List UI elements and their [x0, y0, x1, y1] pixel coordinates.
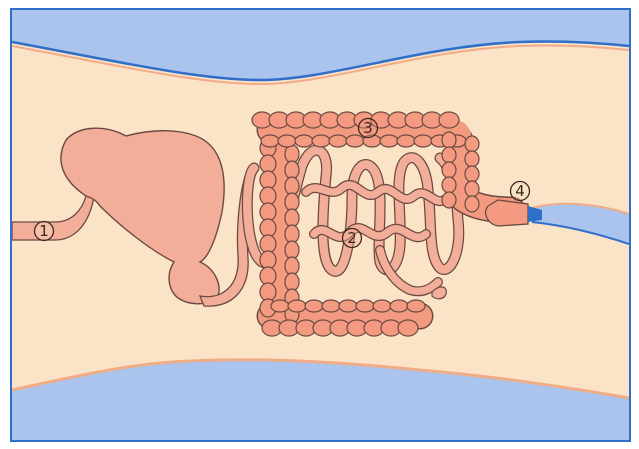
colon-haustrum [285, 273, 299, 291]
colon-haustrum [390, 300, 408, 312]
colon-haustrum [407, 300, 425, 312]
colon-haustrum [285, 145, 299, 163]
callout-3: 3 [359, 119, 378, 138]
colon-haustrum [305, 300, 323, 312]
colon-haustrum [380, 135, 398, 147]
colon-haustrum [260, 171, 276, 189]
colon-haustrum [312, 135, 330, 147]
colon-haustrum [329, 135, 347, 147]
colon-haustrum [356, 300, 374, 312]
colon-haustrum [271, 300, 289, 312]
colon-haustrum [288, 300, 306, 312]
colon-haustrum [260, 155, 276, 173]
colon-haustrum [260, 219, 276, 237]
callout-label-4: 4 [515, 182, 525, 200]
colon-haustrum [465, 181, 479, 197]
colon-haustrum [465, 151, 479, 167]
colon-haustrum [285, 161, 299, 179]
colon-haustrum [442, 162, 456, 178]
colon-haustrum [442, 192, 456, 208]
callout-4: 4 [511, 182, 530, 201]
colon-haustrum [285, 241, 299, 259]
colon-haustrum [260, 203, 276, 221]
colon-haustrum [260, 283, 276, 301]
colon-haustrum [442, 147, 456, 163]
colon-haustrum [346, 135, 364, 147]
callout-label-3: 3 [363, 119, 373, 137]
callout-2: 2 [343, 229, 362, 248]
colon-haustrum [465, 196, 479, 212]
colon-haustrum [295, 135, 313, 147]
colon-haustrum [260, 235, 276, 253]
colon-haustrum [260, 267, 276, 285]
colon-haustrum [261, 135, 279, 147]
colon-haustrum [285, 225, 299, 243]
colon-haustrum [285, 193, 299, 211]
callout-label-1: 1 [39, 222, 49, 240]
callout-label-2: 2 [347, 229, 357, 247]
colon-haustrum [285, 209, 299, 227]
colon-haustrum [442, 177, 456, 193]
colon-haustrum [465, 136, 479, 152]
colon-haustrum [398, 320, 418, 336]
colon-haustrum [373, 300, 391, 312]
rectum [486, 200, 528, 226]
colon-haustrum [339, 300, 357, 312]
colon-haustrum [322, 300, 340, 312]
colon-haustrum [414, 135, 432, 147]
colon-haustrum [260, 251, 276, 269]
colon-haustrum [465, 166, 479, 182]
colon-haustrum [278, 135, 296, 147]
colon-haustrum [442, 132, 456, 148]
colon-haustrum [285, 177, 299, 195]
colon-haustrum [285, 257, 299, 275]
colon-haustrum [397, 135, 415, 147]
colon-haustrum [439, 112, 459, 128]
callout-1: 1 [35, 222, 54, 241]
colon-haustrum [260, 187, 276, 205]
